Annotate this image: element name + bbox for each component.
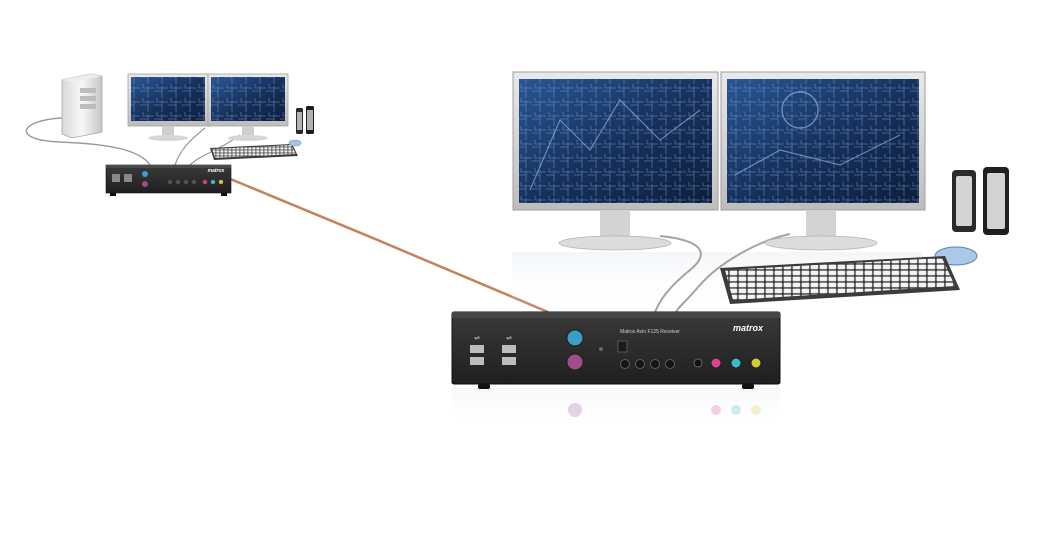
line-out-jack (750, 357, 762, 369)
computer-tower (61, 73, 103, 139)
headphone-jack (693, 358, 703, 368)
left-monitor-1 (127, 73, 209, 141)
line-in-jack (730, 357, 742, 369)
mic-jack (710, 357, 722, 369)
usb-ports: ⇌ ⇌ (470, 335, 516, 365)
right-keyboard (720, 256, 960, 304)
front-button-4 (665, 359, 675, 369)
ps2-keyboard-port (566, 353, 584, 371)
receiver-reflection (568, 403, 761, 417)
receiver-model-label: Matrox Avio F125 Receiver (620, 329, 680, 335)
usb-icon: ⇌ (506, 335, 512, 342)
transmitter-brand-label: matrox (208, 168, 225, 174)
right-monitor-1 (512, 71, 719, 251)
right-speakers (952, 167, 1009, 235)
receiver-brand-label: matrox (733, 323, 764, 333)
power-indicator (599, 347, 603, 351)
receiver-unit: ⇌ ⇌ Matrox Avio F125 Receiver matrox (451, 311, 781, 389)
right-monitor-2 (720, 71, 926, 251)
ps2-mouse-port (566, 329, 584, 347)
usb-icon: ⇌ (474, 335, 480, 342)
right-workstation: ⇌ ⇌ Matrox Avio F125 Receiver matrox (451, 71, 1009, 428)
fiber-optic-cable (227, 176, 549, 314)
left-monitor-2 (207, 73, 289, 141)
left-mouse (288, 139, 302, 147)
front-button-3 (650, 359, 660, 369)
left-speakers (296, 106, 314, 134)
left-keyboard (210, 144, 298, 160)
front-button-2 (635, 359, 645, 369)
front-button-1 (620, 359, 630, 369)
left-workstation: matrox (25, 73, 314, 196)
transmitter-unit: matrox (105, 164, 232, 196)
